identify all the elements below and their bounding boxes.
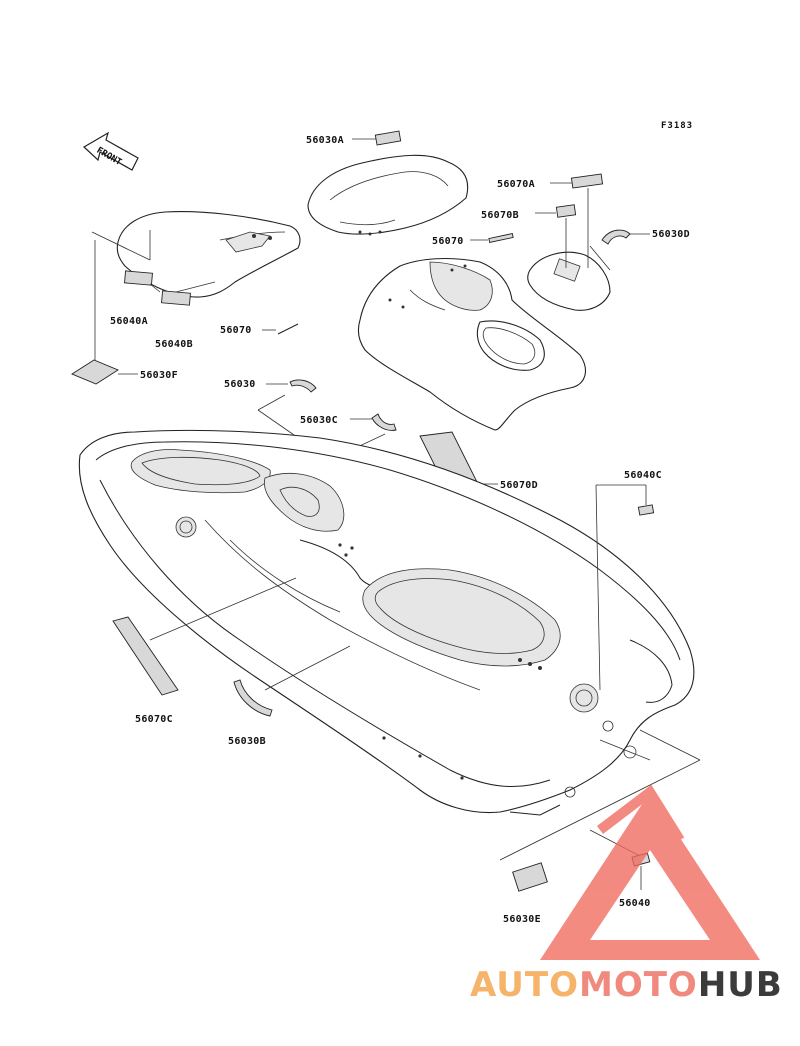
- label-56040B: 56040B: [155, 339, 193, 350]
- decal-56070A: [570, 173, 604, 189]
- label-56070-mid: 56070: [220, 325, 252, 336]
- decal-56070B: [555, 204, 577, 218]
- watermark-moto: MOTO: [579, 965, 698, 1005]
- decal-56040A: [124, 270, 153, 286]
- label-56030: 56030: [224, 379, 256, 390]
- decal-56030F: [71, 359, 119, 385]
- decal-56040C: [637, 504, 655, 516]
- main-hull: [78, 429, 695, 816]
- left-seat-cowl: [116, 211, 301, 298]
- label-56070B: 56070B: [481, 210, 519, 221]
- label-56040: 56040: [619, 898, 651, 909]
- watermark-triangle-icon: [540, 792, 760, 960]
- label-56070-top: 56070: [432, 236, 464, 247]
- storage-hatch: [527, 251, 611, 311]
- label-56040A: 56040A: [110, 316, 148, 327]
- decal-56030E: [512, 862, 548, 892]
- label-56030F: 56030F: [140, 370, 178, 381]
- automotohub-watermark: [540, 784, 760, 960]
- label-56070C: 56070C: [135, 714, 173, 725]
- label-56040C: 56040C: [624, 470, 662, 481]
- label-56030A: 56030A: [306, 135, 344, 146]
- decal-56070C: [112, 616, 179, 696]
- watermark-hub: HUB: [698, 965, 783, 1005]
- label-56070A: 56070A: [497, 179, 535, 190]
- center-deck-cover: [357, 257, 586, 431]
- label-56030C: 56030C: [300, 415, 338, 426]
- watermark-text: AUTOMOTOHUB: [470, 965, 783, 1005]
- front-arrow-icon: FRONT: [82, 131, 139, 171]
- decal-56040B: [161, 290, 191, 306]
- label-56070D: 56070D: [500, 480, 538, 491]
- watermark-auto: AUTO: [470, 965, 579, 1005]
- decal-56070-top: [488, 233, 514, 243]
- label-56030D: 56030D: [652, 229, 690, 240]
- decal-56030C: [371, 413, 397, 431]
- top-cowl: [307, 154, 469, 236]
- decal-56030D: [601, 229, 631, 245]
- decal-56030A: [374, 130, 402, 146]
- decal-56030: [289, 379, 317, 393]
- decal-56030B: [233, 679, 273, 717]
- label-56030B: 56030B: [228, 736, 266, 747]
- label-56030E: 56030E: [503, 914, 541, 925]
- figure-code: F3183: [661, 121, 693, 131]
